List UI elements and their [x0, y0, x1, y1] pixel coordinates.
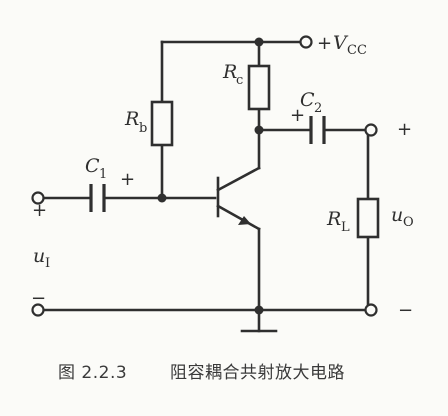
collector-junction-dot	[254, 125, 264, 135]
emitter-arrow	[238, 216, 251, 225]
rb-label-sub: b	[139, 121, 147, 136]
input-plus-sign: +	[32, 200, 47, 221]
input-bottom-terminal	[31, 303, 45, 317]
vcc-label-sub: CC	[347, 43, 367, 58]
c2-plus-sign: +	[290, 105, 305, 126]
rc-label-sub: c	[236, 73, 243, 88]
input-top-terminal	[31, 191, 45, 205]
base-junction-dot	[157, 193, 167, 203]
rl-label-sub: L	[341, 220, 350, 235]
vcc-label-main: V	[333, 32, 349, 54]
figure-title: 阻容耦合共射放大电路	[170, 363, 345, 383]
output-bottom-terminal	[364, 303, 378, 317]
ground-junction-dot	[254, 305, 264, 315]
uo-label-sub: O	[403, 215, 414, 230]
rl-label-main: R	[326, 208, 341, 230]
vcc-prefix: +	[317, 33, 332, 54]
output-minus-sign: −	[398, 300, 413, 321]
input-minus-sign: −	[31, 288, 46, 309]
c2-label-main: C	[300, 89, 315, 111]
c2-label-sub: 2	[314, 101, 322, 116]
transistor-collector	[216, 166, 261, 192]
c1-label-sub: 1	[99, 167, 107, 182]
transistor-emitter	[216, 204, 261, 231]
rb-label-main: R	[124, 108, 139, 130]
vcc-terminal	[299, 35, 313, 49]
ui-label-sub: I	[45, 256, 50, 271]
rl-resistor	[356, 197, 380, 239]
rc-label-main: R	[222, 61, 237, 83]
c1-label-main: C	[85, 155, 100, 177]
ui-label-main: u	[33, 245, 45, 267]
figure-number: 图 2.2.3	[58, 363, 127, 383]
output-plus-sign: +	[397, 119, 412, 140]
rc-resistor	[247, 64, 271, 111]
c1-plus-sign: +	[120, 169, 135, 190]
output-top-terminal	[364, 123, 378, 137]
vcc-junction-dot	[254, 37, 264, 47]
uo-label-main: u	[391, 204, 403, 226]
rb-resistor	[150, 100, 174, 147]
